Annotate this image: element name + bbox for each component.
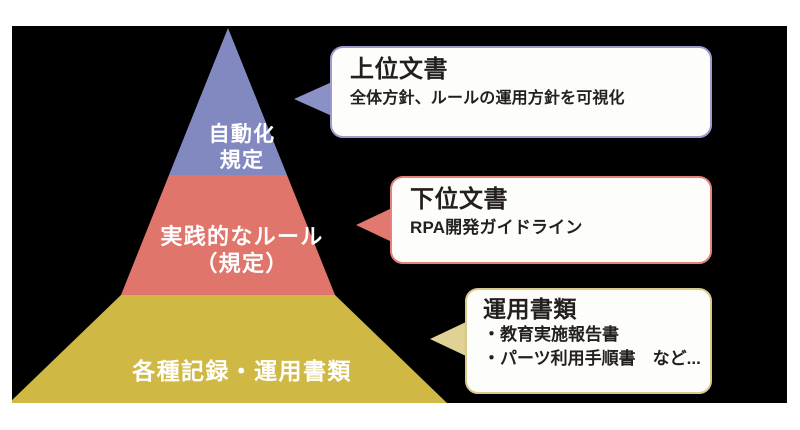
callout-upper-document-tail-icon — [294, 82, 332, 116]
pyramid-tier-bottom[interactable] — [12, 295, 447, 403]
callout-operational-documents[interactable]: 運用書類 ・教育実施報告書 ・パーツ利用手順書 など... — [465, 288, 712, 394]
callout-lower-document-tail-icon — [356, 208, 392, 242]
callout-operational-documents-tail-icon — [430, 322, 466, 356]
callout-operational-documents-title: 運用書類 — [483, 296, 577, 322]
callout-lower-document-subtitle: RPA開発ガイドライン — [410, 217, 583, 237]
callout-upper-document-subtitle: 全体方針、ルールの運用方針を可視化 — [350, 89, 625, 107]
pyramid-tier-top[interactable] — [169, 28, 287, 175]
callout-upper-document[interactable]: 上位文書 全体方針、ルールの運用方針を可視化 — [330, 46, 712, 138]
pyramid-tier-middle[interactable] — [121, 175, 335, 295]
callout-lower-document-title: 下位文書 — [410, 186, 508, 213]
callout-lower-document[interactable]: 下位文書 RPA開発ガイドライン — [390, 176, 712, 264]
pyramid-shape — [12, 28, 447, 403]
callout-operational-documents-bullets: ・教育実施報告書 ・パーツ利用手順書 など... — [483, 325, 701, 368]
callout-upper-document-title: 上位文書 — [350, 56, 448, 83]
